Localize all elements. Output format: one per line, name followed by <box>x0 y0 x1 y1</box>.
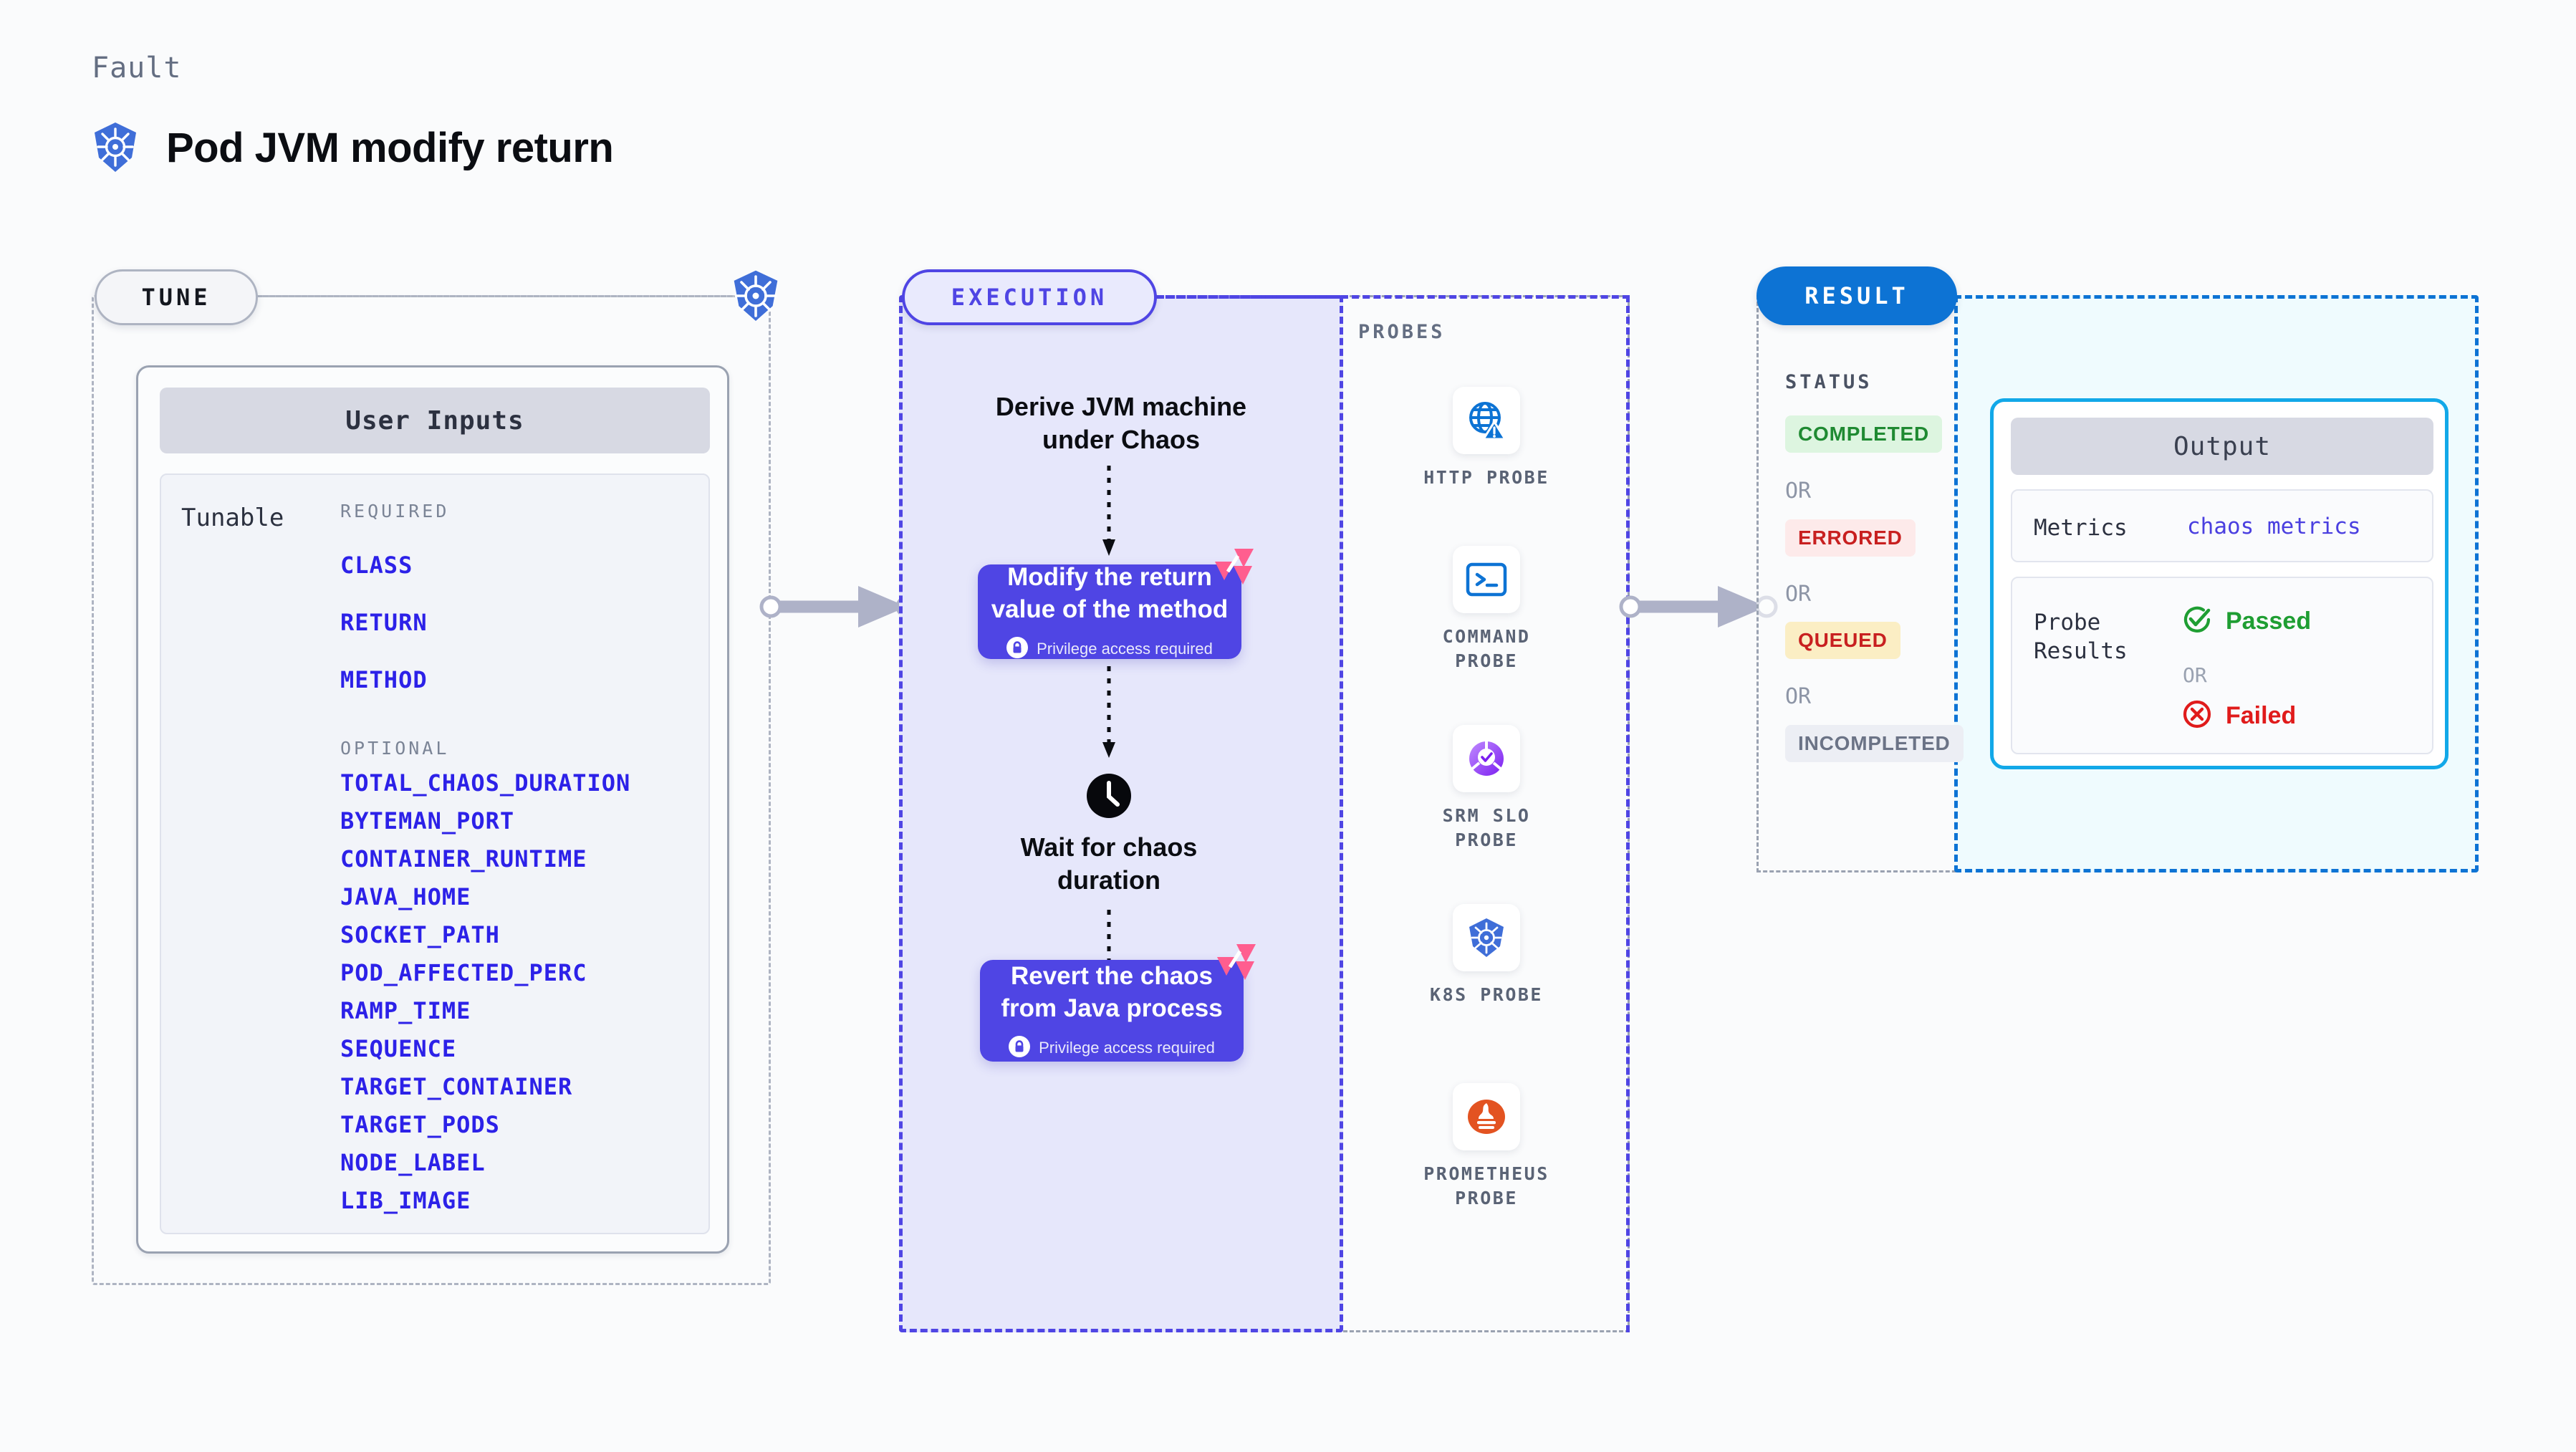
status-section-label: STATUS <box>1785 371 1873 393</box>
optional-param[interactable]: RAMP_TIME <box>340 997 471 1024</box>
required-param[interactable]: RETURN <box>340 609 428 636</box>
metrics-value[interactable]: chaos metrics <box>2187 514 2361 539</box>
optional-param[interactable]: TOTAL_CHAOS_DURATION <box>340 769 631 797</box>
globe-warning-icon <box>1453 387 1520 454</box>
kubernetes-icon <box>92 122 139 173</box>
metrics-label: Metrics <box>2034 515 2128 541</box>
litmuschaos-icon <box>1214 943 1259 983</box>
user-inputs-header: User Inputs <box>160 388 710 453</box>
required-group-label: REQUIRED <box>340 501 450 521</box>
passed-label: Passed <box>2226 607 2312 635</box>
execution-top-connector <box>1157 295 1630 299</box>
optional-param-list: TOTAL_CHAOS_DURATION BYTEMAN_PORT CONTAINE… <box>340 769 698 1214</box>
prometheus-icon <box>1453 1083 1520 1150</box>
optional-param[interactable]: CONTAINER_RUNTIME <box>340 845 587 872</box>
probe-item[interactable]: K8S PROBE <box>1343 904 1630 1007</box>
probe-result-passed: Passed <box>2181 604 2311 639</box>
privilege-note-text: Privilege access required <box>1039 1039 1215 1057</box>
optional-param[interactable]: LIB_IMAGE <box>340 1187 471 1214</box>
lock-icon <box>1006 636 1029 662</box>
privilege-note: Privilege access required <box>1009 1035 1215 1061</box>
user-inputs-card: User Inputs Tunable REQUIRED CLASS RETURN… <box>136 365 729 1254</box>
clock-icon <box>1085 772 1133 819</box>
status-badge: QUEUED <box>1785 622 1900 659</box>
status-region <box>1756 295 1963 872</box>
tune-top-connector <box>258 295 739 297</box>
probe-label: K8S PROBE <box>1430 984 1543 1005</box>
optional-param[interactable]: POD_AFFECTED_PERC <box>340 959 587 986</box>
optional-param[interactable]: TARGET_PODS <box>340 1111 500 1138</box>
arrow-step1-to-step2 <box>1102 466 1115 556</box>
or-separator: OR <box>1785 479 1812 504</box>
optional-param[interactable]: NODE_LABEL <box>340 1149 486 1176</box>
page-eyebrow: Fault <box>92 52 182 85</box>
probe-item[interactable]: HTTP PROBE <box>1343 387 1630 490</box>
optional-param[interactable]: BYTEMAN_PORT <box>340 807 515 835</box>
optional-param[interactable]: TARGET_CONTAINER <box>340 1073 573 1100</box>
kubernetes-icon <box>1453 904 1520 971</box>
probes-section-label: PROBES <box>1358 321 1446 343</box>
lock-icon <box>1009 1035 1031 1061</box>
or-separator: OR <box>1785 684 1812 709</box>
optional-param[interactable]: SOCKET_PATH <box>340 921 500 948</box>
probes-region <box>1343 295 1630 1332</box>
litmuschaos-icon <box>1212 547 1256 587</box>
check-circle-icon <box>2181 604 2213 639</box>
required-param[interactable]: METHOD <box>340 666 428 693</box>
or-separator: OR <box>2183 663 2207 687</box>
required-param-list: CLASS RETURN METHOD <box>340 552 698 693</box>
probe-label: HTTP PROBE <box>1423 467 1549 488</box>
x-circle-icon <box>2181 698 2213 734</box>
status-badge: COMPLETED <box>1785 415 1942 453</box>
arrow-step2-to-wait <box>1102 666 1115 758</box>
execution-right-border <box>1626 295 1630 1332</box>
optional-param[interactable]: JAVA_HOME <box>340 883 471 910</box>
probe-result-failed: Failed <box>2181 698 2296 734</box>
page-title-row: Pod JVM modify return <box>92 122 614 173</box>
srm-slo-icon <box>1453 725 1520 792</box>
user-inputs-body: Tunable REQUIRED CLASS RETURN METHOD OPTIO… <box>160 473 710 1234</box>
optional-group-label: OPTIONAL <box>340 738 450 759</box>
kubernetes-icon <box>726 266 785 325</box>
privilege-note-text: Privilege access required <box>1037 640 1213 658</box>
arrow-tune-to-execution <box>759 586 918 628</box>
metrics-row: Metrics chaos metrics <box>2011 489 2433 562</box>
page-title: Pod JVM modify return <box>166 124 614 171</box>
output-header: Output <box>2011 418 2433 475</box>
required-param[interactable]: CLASS <box>340 552 413 579</box>
optional-param[interactable]: SEQUENCE <box>340 1035 457 1062</box>
privilege-note: Privilege access required <box>1006 636 1213 662</box>
status-badge: ERRORED <box>1785 519 1916 557</box>
execution-pill[interactable]: EXECUTION <box>902 269 1157 325</box>
or-separator: OR <box>1785 582 1812 607</box>
tune-pill[interactable]: TUNE <box>95 269 258 325</box>
status-badge: INCOMPLETED <box>1785 725 1964 762</box>
failed-label: Failed <box>2226 702 2297 729</box>
terminal-icon <box>1453 546 1520 613</box>
result-pill[interactable]: RESULT <box>1756 266 1957 325</box>
tunable-label: Tunable <box>181 504 284 532</box>
param-column: REQUIRED CLASS RETURN METHOD OPTIONAL TOTA… <box>340 501 698 1214</box>
